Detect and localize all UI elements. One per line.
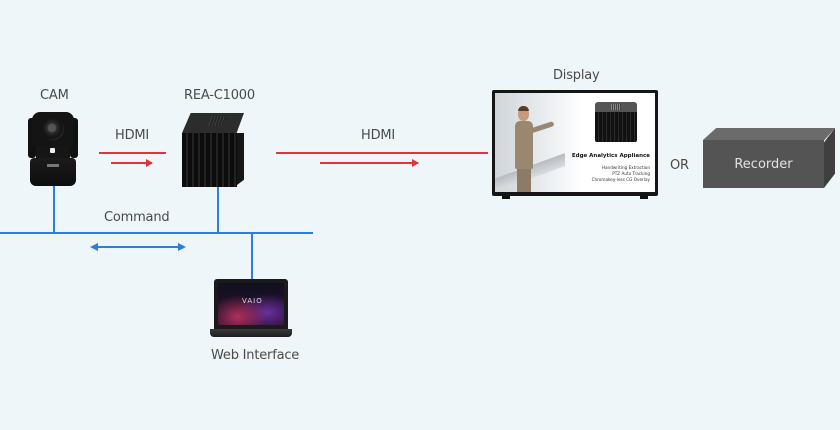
screen-headline: Edge Analytics Appliance: [571, 153, 650, 159]
camera-command-drop: [53, 186, 55, 233]
screen-feature: PTZ Auto Tracking: [612, 171, 650, 176]
hdmi-arrow-1: [111, 159, 153, 167]
display-label: Display: [553, 68, 600, 83]
display-monitor-icon: Edge Analytics Appliance Handwriting Ext…: [492, 90, 658, 201]
laptop-command-drop: [251, 233, 253, 280]
display-screen: Edge Analytics Appliance Handwriting Ext…: [495, 93, 655, 192]
appliance-label: REA-C1000: [184, 88, 255, 103]
hdmi-label-2: HDMI: [361, 128, 396, 143]
laptop-logo: VAIO: [242, 297, 263, 305]
hdmi-label-1: HDMI: [115, 128, 150, 143]
bidirectional-arrow-icon: [90, 243, 186, 251]
or-label: OR: [670, 158, 689, 173]
hdmi-cable-1: [99, 152, 166, 154]
laptop-icon: VAIO: [210, 279, 292, 341]
web-interface-label: Web Interface: [211, 348, 300, 363]
hdmi-arrow-2: [320, 159, 419, 167]
command-label: Command: [104, 210, 170, 225]
recorder-box-icon: Recorder: [703, 128, 835, 188]
screen-feature: Handwriting Extraction: [601, 165, 650, 170]
command-bus-line: [0, 232, 313, 234]
camera-label: CAM: [40, 88, 69, 103]
appliance-image: [595, 102, 637, 142]
appliance-command-drop: [217, 187, 219, 233]
recorder-label: Recorder: [703, 140, 824, 188]
screen-feature: Chromakey-less CG Overlay: [591, 177, 650, 182]
hdmi-cable-2: [276, 152, 488, 154]
ptz-camera-icon: [28, 112, 78, 186]
edge-appliance-icon: [182, 113, 244, 187]
